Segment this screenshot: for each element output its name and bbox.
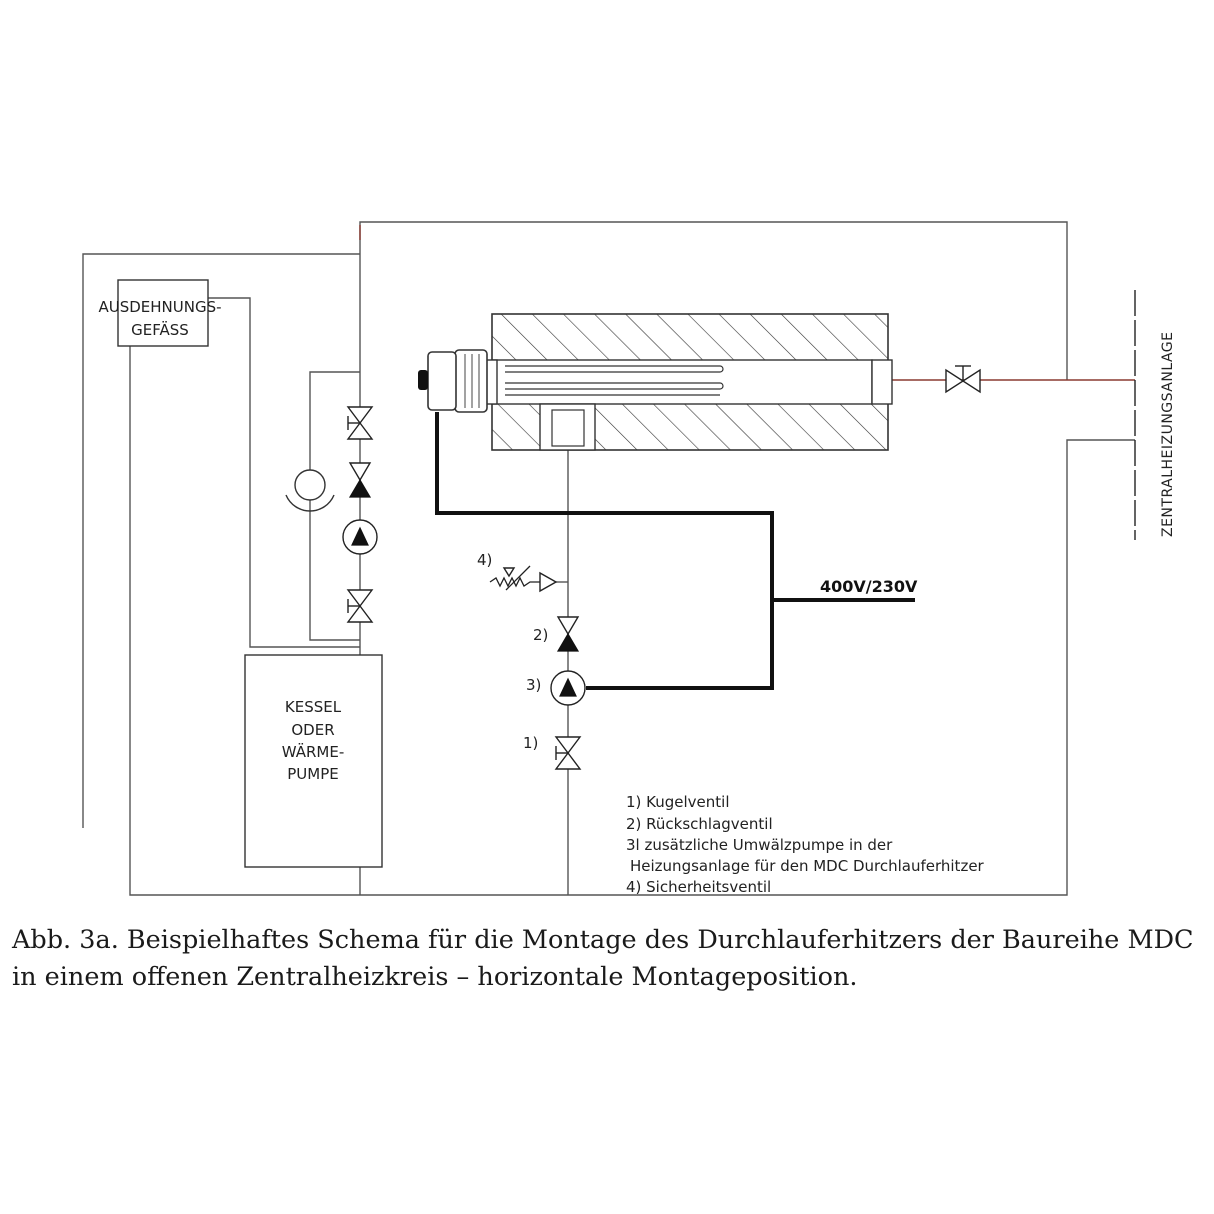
expansion-vessel-label-2: GEFÄSS <box>131 320 189 339</box>
bypass-check-symbol <box>285 469 335 512</box>
heating-element <box>505 365 724 396</box>
legend: 1) Kugelventil 2) Rückschlagventil 3l zu… <box>626 793 985 896</box>
expansion-pipe-inner <box>207 297 360 648</box>
ball-valve: 1) <box>523 734 582 770</box>
left-ball-valve-bottom <box>346 589 374 623</box>
legend-item-3: 3l zusätzliche Umwälzpumpe in der <box>626 836 893 854</box>
bypass-pipe <box>309 371 360 641</box>
voltage-label: 400V/230V <box>820 577 918 596</box>
expansion-vessel-label-1: AUSDEHNUNGS- <box>98 298 221 316</box>
return-pipe-right <box>129 345 1135 896</box>
left-check-valve <box>348 462 372 498</box>
expansion-vessel: AUSDEHNUNGS- GEFÄSS <box>98 279 222 347</box>
outlet-valve <box>945 365 981 394</box>
boiler-label-2: ODER <box>291 721 334 739</box>
power-cable <box>435 412 774 690</box>
boiler-label-3: WÄRME- <box>282 742 345 761</box>
marker-3: 3) <box>526 676 541 694</box>
pipe-network <box>82 221 1135 896</box>
marker-2: 2) <box>533 626 548 644</box>
left-ball-valve-top <box>346 406 374 440</box>
flow-heater <box>418 313 893 451</box>
expansion-pipe-outer <box>82 253 360 828</box>
legend-item-1: 1) Kugelventil <box>626 793 730 811</box>
boiler-label-1: KESSEL <box>285 698 342 716</box>
check-valve: 2) <box>533 616 580 652</box>
circulation-pump: 3) <box>526 670 586 706</box>
boiler: KESSEL ODER WÄRME- PUMPE <box>244 654 383 868</box>
boiler-label-4: PUMPE <box>287 765 339 783</box>
legend-item-3b: Heizungsanlage für den MDC Durchlauferhi… <box>630 857 985 875</box>
safety-valve: 4) <box>477 551 558 593</box>
marker-4: 4) <box>477 551 492 569</box>
supply-pipe-top <box>359 221 1068 895</box>
legend-item-2: 2) Rückschlagventil <box>626 815 773 833</box>
central-heating-label: ZENTRALHEIZUNGSANLAGE <box>1160 331 1176 537</box>
marker-1: 1) <box>523 734 538 752</box>
legend-item-4: 4) Sicherheitsventil <box>626 878 771 896</box>
left-circulation-pump <box>342 519 378 555</box>
central-heating-system: ZENTRALHEIZUNGSANLAGE <box>1134 290 1176 540</box>
figure-caption: Abb. 3a. Beispielhaftes Schema für die M… <box>12 925 1194 992</box>
